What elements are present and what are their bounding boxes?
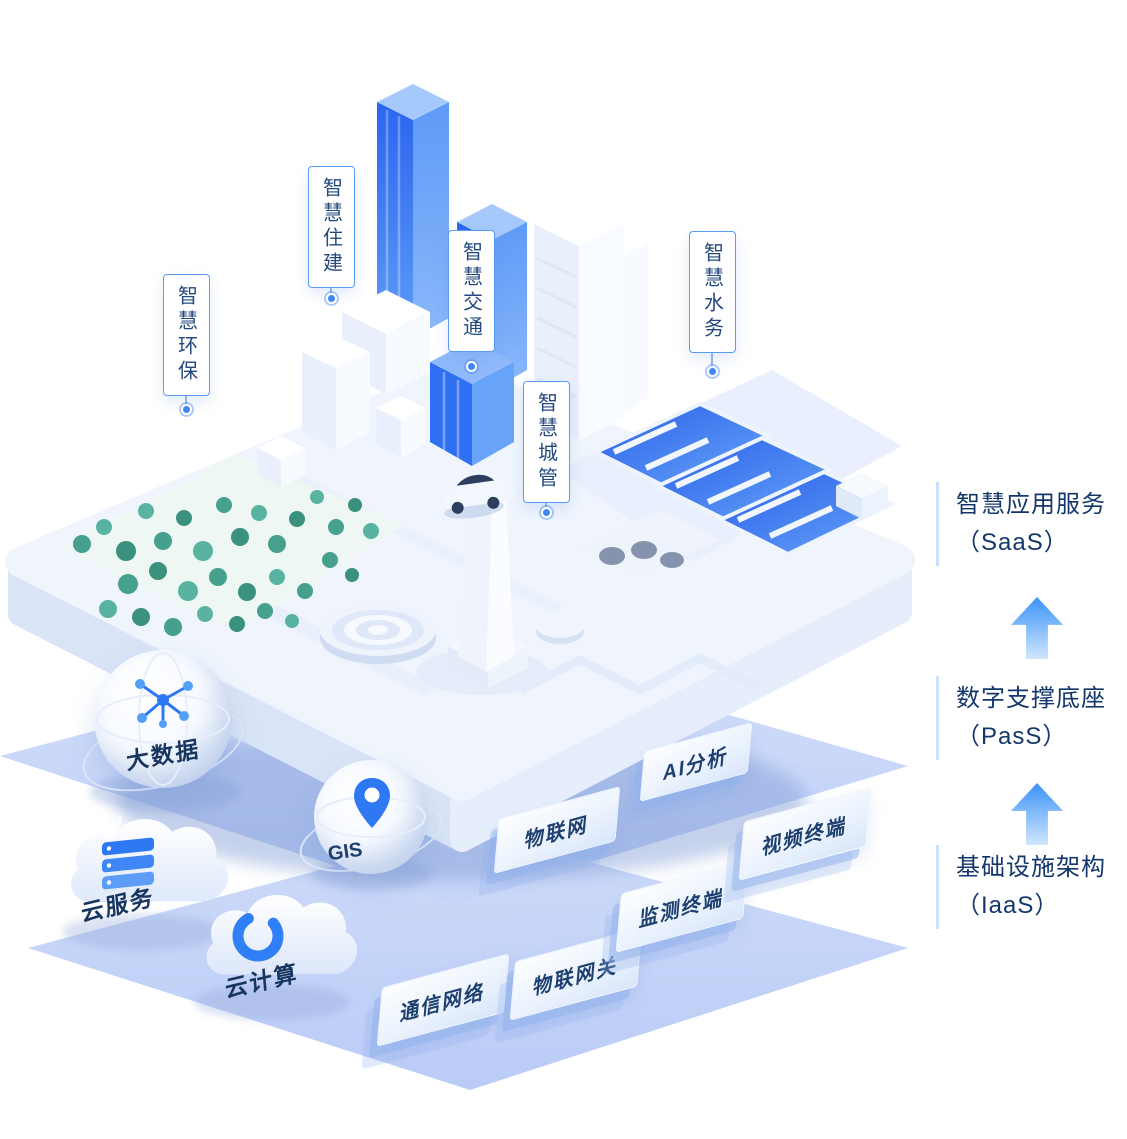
iaas-label-block: 基础设施架构 （IaaS） (936, 845, 1106, 929)
comm-network-label: 通信网络 (399, 979, 487, 1026)
location-pin-icon (354, 778, 390, 828)
paas-subtitle: （PasS） (956, 723, 1068, 750)
gis-sphere: GIS (314, 760, 428, 874)
c-ring-icon (232, 910, 284, 962)
iot-label: 物联网 (523, 812, 590, 853)
paas-title: 数字支撑底座 (956, 685, 1106, 712)
callout-dot (540, 507, 552, 518)
network-icon (135, 679, 193, 728)
server-stack-icon (102, 837, 154, 890)
monitor-terminal-label: 监测终端 (638, 885, 726, 932)
callout-label: 智慧环保 (174, 285, 197, 385)
callout-smart-environment: 智慧环保 (162, 274, 210, 415)
callout-line (711, 353, 713, 366)
cloud-computing: 云计算 (194, 880, 362, 1005)
ai-analysis-label: AI分析 (661, 744, 730, 786)
saas-label-block: 智慧应用服务 （SaaS） (936, 482, 1106, 566)
big-data-sphere: 大数据 (94, 650, 232, 788)
callout-dot (706, 366, 718, 377)
callout-smart-housing: 智慧住建 (307, 166, 355, 304)
car (442, 472, 515, 519)
callout-dot (180, 404, 192, 415)
callout-label: 智慧水务 (700, 242, 723, 342)
callout-label-box: 智慧环保 (162, 274, 210, 396)
forest (73, 490, 379, 636)
callout-label-box: 智慧住建 (307, 166, 355, 288)
callout-smart-traffic: 智慧交通 (447, 230, 495, 372)
saas-subtitle: （SaaS） (956, 529, 1069, 556)
callout-smart-city-mgmt: 智慧城管 (522, 381, 570, 518)
saas-title: 智慧应用服务 (956, 491, 1106, 518)
callout-label: 智慧住建 (319, 177, 342, 277)
callout-label: 智慧交通 (459, 241, 482, 341)
iaas-subtitle: （IaaS） (956, 892, 1060, 919)
iaas-title: 基础设施架构 (956, 854, 1106, 881)
callout-dot (465, 361, 477, 372)
iot-gateway-label: 物联网关 (532, 953, 620, 1000)
callout-line (185, 396, 187, 404)
callout-label-box: 智慧交通 (447, 230, 495, 352)
callout-line (470, 352, 472, 361)
callout-dot (325, 293, 337, 304)
gis-label: GIS (326, 838, 364, 866)
callout-line (330, 288, 332, 293)
callout-line (545, 503, 547, 507)
callout-smart-water: 智慧水务 (688, 231, 736, 377)
buildings (257, 84, 648, 487)
video-terminal-label: 视频终端 (761, 813, 849, 860)
callout-label-box: 智慧水务 (688, 231, 736, 353)
cloud-service: 云服务 (58, 806, 233, 931)
paas-label-block: 数字支撑底座 （PasS） (936, 676, 1106, 760)
callout-label: 智慧城管 (534, 392, 557, 492)
callout-label-box: 智慧城管 (522, 381, 570, 503)
